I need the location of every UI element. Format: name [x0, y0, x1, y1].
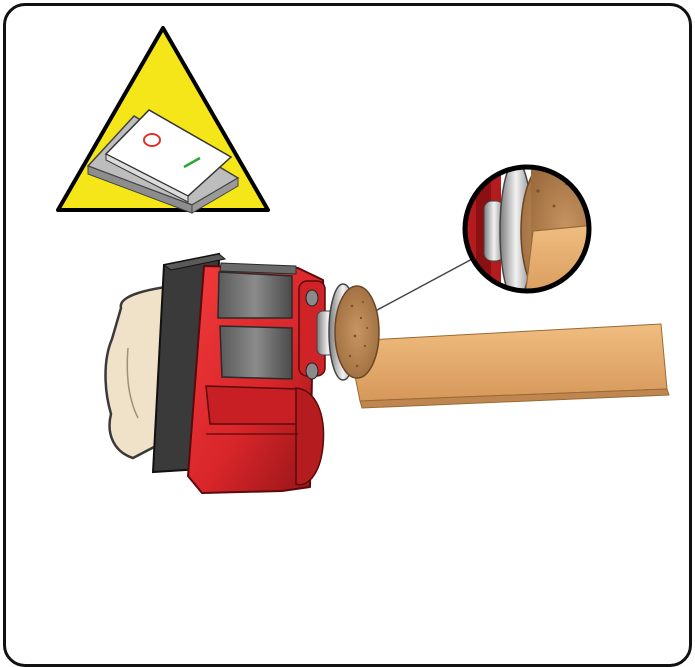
- zoom-detail: [461, 159, 606, 306]
- wood-strip: [348, 324, 669, 408]
- warning-sign: [58, 28, 268, 213]
- illustration-frame: [3, 3, 692, 667]
- rotary-tool: [153, 254, 339, 493]
- illustration-canvas: [6, 6, 689, 664]
- cork-wheel: [329, 284, 379, 380]
- leader-line: [366, 258, 474, 316]
